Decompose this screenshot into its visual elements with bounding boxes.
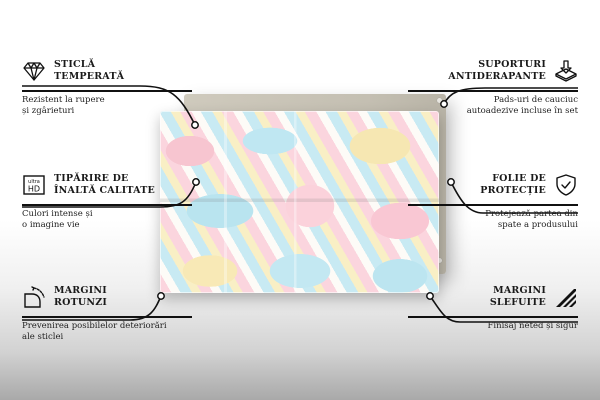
divider	[22, 316, 192, 318]
polished-edge-icon	[556, 289, 576, 307]
feature-title-line2: rotunzi	[54, 297, 107, 308]
feature-desc-line1: Finisaj neted și sigur	[487, 321, 578, 331]
feature-title-line1: Folie de	[492, 173, 546, 184]
rounded-corner-icon	[24, 286, 45, 308]
feature-protective-film: Folie de protecție Protejează partea din…	[408, 170, 578, 230]
callout-anchor	[191, 121, 199, 129]
feature-desc-line1: Pads-uri de cauciuc	[493, 95, 578, 105]
feature-title-line2: înaltă calitate	[54, 185, 155, 196]
feature-title-line1: Sticlă	[54, 59, 96, 70]
callout-anchor	[192, 178, 200, 186]
divider	[22, 204, 192, 206]
feature-desc-line2: și zgârieturi	[22, 105, 75, 116]
spacer-dot	[437, 258, 442, 263]
feature-desc-line2: o imagine vie	[22, 219, 80, 230]
feature-title-line1: Suporturi	[478, 59, 546, 70]
feature-title-line2: protecție	[480, 185, 546, 196]
feature-title-line2: antiderapante	[448, 71, 546, 82]
diamond-icon	[23, 62, 45, 81]
feature-title-line2: temperată	[54, 71, 125, 82]
back-mounting-plate	[184, 94, 446, 274]
feature-title-line1: Margini	[54, 285, 107, 296]
feature-title-line1: Margini	[493, 285, 546, 296]
svg-text:HD: HD	[28, 185, 40, 194]
feature-desc-line1: Culori intense și	[22, 209, 93, 219]
feature-desc-line2: ale sticlei	[22, 331, 64, 342]
divider	[408, 316, 578, 318]
divider	[22, 90, 192, 92]
glass-print-image	[160, 111, 439, 293]
svg-text:ultra: ultra	[28, 179, 40, 185]
feature-tempered-glass: Sticlă temperată Rezistent la rupere și …	[22, 56, 192, 116]
feature-high-quality-print: ultra HD Tipărire de înaltă calitate Cul…	[22, 170, 192, 230]
feature-desc-line2: spate a produsului	[497, 219, 578, 230]
feature-polished-edges: Margini slefuite Finisaj neted și sigur	[408, 282, 578, 332]
feature-rounded-edges: Margini rotunzi Prevenirea posibilelor d…	[22, 282, 192, 342]
feature-title-line1: Tipărire de	[54, 173, 129, 184]
feature-desc-line1: Prevenirea posibilelor deteriorări	[22, 321, 167, 331]
feature-anti-slip-pads: Suporturi antiderapante Pads-uri de cauc…	[408, 56, 578, 116]
feature-title-line2: slefuite	[489, 297, 546, 308]
feature-desc-line1: Rezistent la rupere	[22, 95, 105, 105]
divider	[408, 90, 578, 92]
feature-desc-line1: Protejează partea din	[485, 209, 578, 219]
feature-desc-line2: autoadezive incluse în set	[466, 105, 578, 116]
anti-slip-pad-icon	[555, 60, 577, 82]
divider	[408, 204, 578, 206]
shield-check-icon	[556, 174, 576, 196]
ultra-hd-icon: ultra HD	[23, 175, 45, 195]
